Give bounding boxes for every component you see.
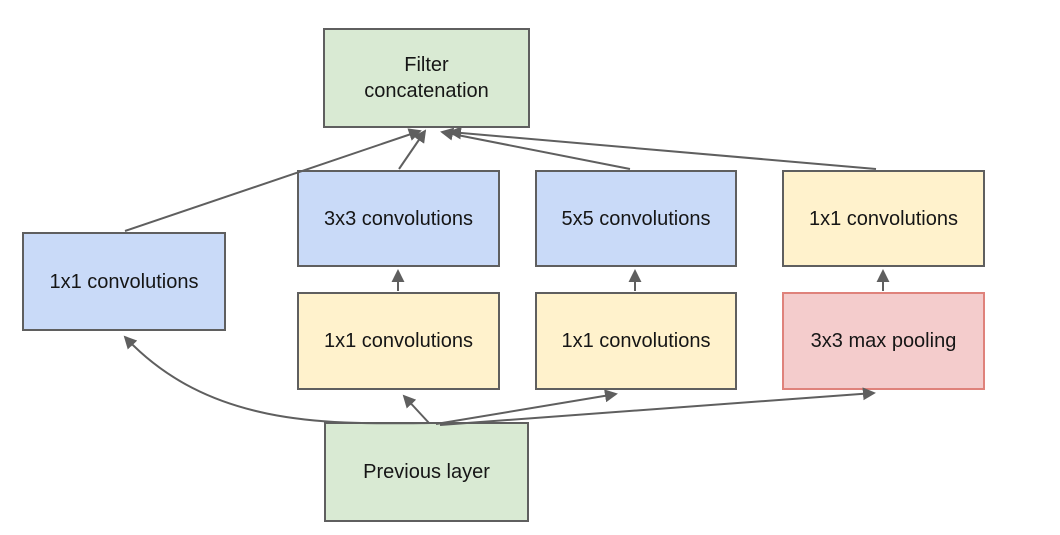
node-3x3-max-pooling: 3x3 max pooling xyxy=(782,292,985,390)
arrow-conv1x1-right-to-filter-concat xyxy=(448,126,877,170)
node-1x1-convolutions-left-label: 1x1 convolutions xyxy=(49,270,199,293)
node-1x1-convolutions-mid-right-label: 1x1 convolutions xyxy=(561,330,711,352)
node-1x1-convolutions-right: 1x1 convolutions xyxy=(782,170,985,267)
arrow-previous-to-conv1x1-mid-right xyxy=(435,389,618,425)
node-1x1-convolutions-mid-right: 1x1 convolutions xyxy=(535,292,737,390)
node-filter-concatenation-label: Filter concatenation xyxy=(364,54,489,102)
node-1x1-convolutions-mid-left: 1x1 convolutions xyxy=(297,292,500,390)
node-filter-concatenation: Filter concatenation xyxy=(323,28,530,128)
node-5x5-convolutions: 5x5 convolutions xyxy=(535,170,737,267)
node-1x1-convolutions-left: 1x1 convolutions xyxy=(22,232,226,331)
node-1x1-convolutions-right-label: 1x1 convolutions xyxy=(809,207,958,230)
node-3x3-max-pooling-label: 3x3 max pooling xyxy=(810,330,957,352)
node-3x3-convolutions-label: 3x3 convolutions xyxy=(324,207,473,230)
node-previous-layer-label: Previous layer xyxy=(363,461,490,483)
arrow-conv5x5-to-filter-concat xyxy=(440,127,631,170)
arrow-conv3x3-to-filter-concat xyxy=(398,129,427,170)
node-5x5-convolutions-label: 5x5 convolutions xyxy=(561,207,711,230)
node-previous-layer: Previous layer xyxy=(324,422,529,522)
node-3x3-convolutions: 3x3 convolutions xyxy=(297,170,500,267)
node-1x1-convolutions-mid-left-label: 1x1 convolutions xyxy=(324,330,473,352)
arrow-previous-to-maxpool xyxy=(439,387,876,426)
arrow-previous-to-conv1x1-mid-left xyxy=(402,394,430,424)
